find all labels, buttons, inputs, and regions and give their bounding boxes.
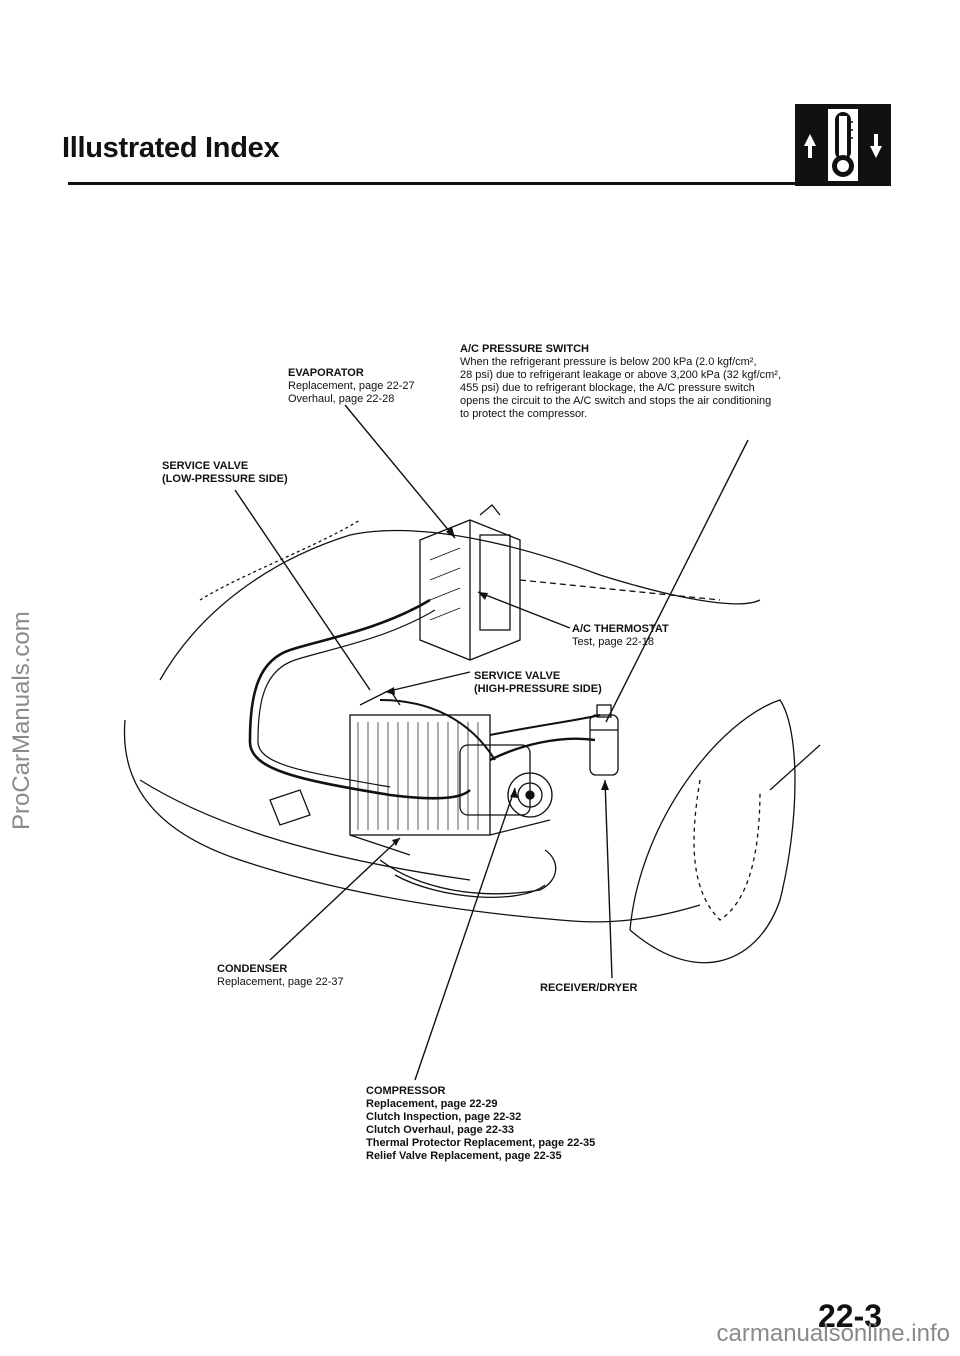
condenser-shape <box>349 714 491 836</box>
label-evaporator-name: EVAPORATOR <box>288 367 364 379</box>
label-pressure-switch-line: to protect the compressor. <box>460 408 588 420</box>
label-compressor-line: Clutch Overhaul, page 22-33 <box>366 1124 514 1136</box>
label-compressor: COMPRESSOR Replacement, page 22-29 Clutc… <box>366 1085 595 1163</box>
compressor-shape <box>459 744 553 818</box>
label-pressure-switch-line: opens the circuit to the A/C switch and … <box>460 395 772 407</box>
label-thermostat: A/C THERMOSTAT Test, page 22-18 <box>572 623 669 649</box>
label-receiver-dryer-name: RECEIVER/DRYER <box>540 982 638 994</box>
watermark-bottom: carmanualsonline.info <box>716 1320 950 1347</box>
label-evaporator: EVAPORATOR Replacement, page 22-27 Overh… <box>288 367 415 406</box>
leader-service-low <box>234 489 371 691</box>
leader-condenser <box>269 837 401 961</box>
leader-evaporator <box>344 404 456 539</box>
label-pressure-switch-line: 28 psi) due to refrigerant leakage or ab… <box>460 369 782 381</box>
label-compressor-line: Replacement, page 22-29 <box>366 1098 498 1110</box>
label-thermostat-name: A/C THERMOSTAT <box>572 623 669 635</box>
leader-compressor <box>414 787 516 1081</box>
label-service-valve-high-name: SERVICE VALVE <box>474 670 561 682</box>
label-compressor-line: Thermal Protector Replacement, page 22-3… <box>366 1137 596 1149</box>
label-service-valve-high: SERVICE VALVE (HIGH-PRESSURE SIDE) <box>474 670 602 696</box>
watermark-left: ProCarManuals.com <box>8 611 35 830</box>
label-thermostat-line: Test, page 22-18 <box>572 636 654 648</box>
label-service-valve-low-name: SERVICE VALVE <box>162 460 249 472</box>
label-pressure-switch-name: A/C PRESSURE SWITCH <box>460 343 589 355</box>
label-service-valve-low-line: (LOW-PRESSURE SIDE) <box>162 473 288 485</box>
label-evaporator-line: Overhaul, page 22-28 <box>288 393 395 405</box>
evaporator-shape <box>419 504 521 661</box>
label-pressure-switch-line: 455 psi) due to refrigerant blockage, th… <box>460 382 755 394</box>
label-evaporator-line: Replacement, page 22-27 <box>288 380 415 392</box>
leader-receiver <box>604 779 613 979</box>
label-condenser: CONDENSER Replacement, page 22-37 <box>217 963 344 989</box>
hvac-thermometer-icon <box>795 104 891 186</box>
label-compressor-name: COMPRESSOR <box>366 1085 446 1097</box>
label-service-valve-high-line: (HIGH-PRESSURE SIDE) <box>474 683 602 695</box>
label-compressor-line: Relief Valve Replacement, page 22-35 <box>366 1150 562 1162</box>
label-pressure-switch: A/C PRESSURE SWITCH When the refrigerant… <box>460 343 850 421</box>
suction-line <box>248 598 471 800</box>
leader-thermostat <box>477 591 571 629</box>
label-pressure-switch-line: When the refrigerant pressure is below 2… <box>460 356 757 368</box>
wheel-arch <box>629 699 796 964</box>
car-hood-outline <box>159 529 761 681</box>
page-title: Illustrated Index <box>62 132 280 164</box>
label-condenser-line: Replacement, page 22-37 <box>217 976 344 988</box>
car-body-lower <box>123 719 701 923</box>
discharge-line <box>489 737 596 762</box>
leader-service-high <box>384 671 471 693</box>
leader-pressure-switch <box>605 439 749 723</box>
page-number: 22-3 <box>818 1298 883 1334</box>
label-compressor-line: Clutch Inspection, page 22-32 <box>366 1111 522 1123</box>
title-rule <box>68 182 890 185</box>
label-receiver-dryer: RECEIVER/DRYER <box>540 982 637 995</box>
label-service-valve-low: SERVICE VALVE (LOW-PRESSURE SIDE) <box>162 460 288 486</box>
label-condenser-name: CONDENSER <box>217 963 288 975</box>
